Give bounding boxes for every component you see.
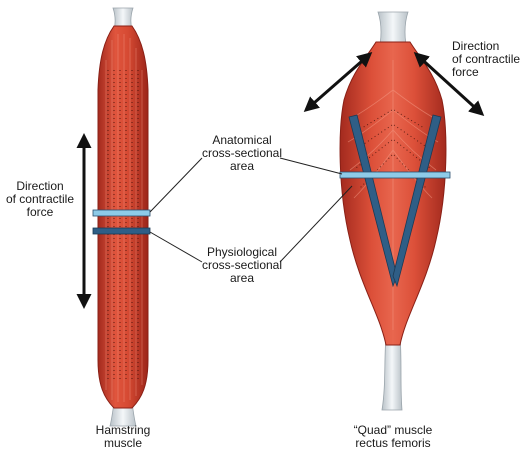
hamstring-caption: Hamstring muscle [73,424,173,450]
physiological-csa-label-line-2: cross-sectional [201,258,283,272]
left-force-label-line-3: force [26,205,54,219]
double-headed-arrow-icon [413,51,485,117]
right-force-label: Direction of contractile force [452,40,524,79]
quad-muscle [339,11,451,411]
hamstring-belly [97,25,149,409]
hamstring-caption-line-1: Hamstring [95,423,151,437]
right-force-label-line-3: force [452,65,479,79]
quad-caption: “Quad” muscle rectus femoris [338,424,448,450]
quad-bottom-tendon [381,335,403,411]
hamstring-muscle [92,7,151,427]
physiological-csa-label-line-1: Physiological [206,245,278,259]
anatomical-csa-label-line-3: area [229,159,255,173]
quad-anatomical-csa-bar [339,171,451,179]
physiological-csa-label: Physiological cross-sectional area [196,246,288,285]
left-force-label-line-2: of contractile [5,192,75,206]
right-force-label-line-1: Direction [452,39,500,53]
leader-lines [149,157,353,263]
double-headed-arrow-icon [303,52,373,112]
quad-caption-line-2: rectus femoris [355,436,431,450]
left-force-label: Direction of contractile force [0,180,80,219]
anatomical-csa-label: Anatomical cross-sectional area [196,134,288,173]
hamstring-anatomical-csa-bar [92,209,151,217]
anatomical-leader-left [149,157,203,213]
quad-caption-line-1: “Quad” muscle [353,423,433,437]
anatomical-csa-label-line-1: Anatomical [212,133,272,147]
physiological-leader-left [149,231,203,263]
right-force-label-line-2: of contractile [452,52,521,66]
physiological-csa-label-line-3: area [229,271,255,285]
anatomical-csa-label-line-2: cross-sectional [201,146,283,160]
hamstring-caption-line-2: muscle [103,436,142,450]
hamstring-fibres [105,34,143,402]
physiological-leader-right [279,185,353,263]
left-force-label-line-1: Direction [16,179,64,193]
quad-fibre-dots [355,109,431,189]
anatomical-leader-right [279,157,343,175]
hamstring-physiological-csa-bar [92,227,151,235]
